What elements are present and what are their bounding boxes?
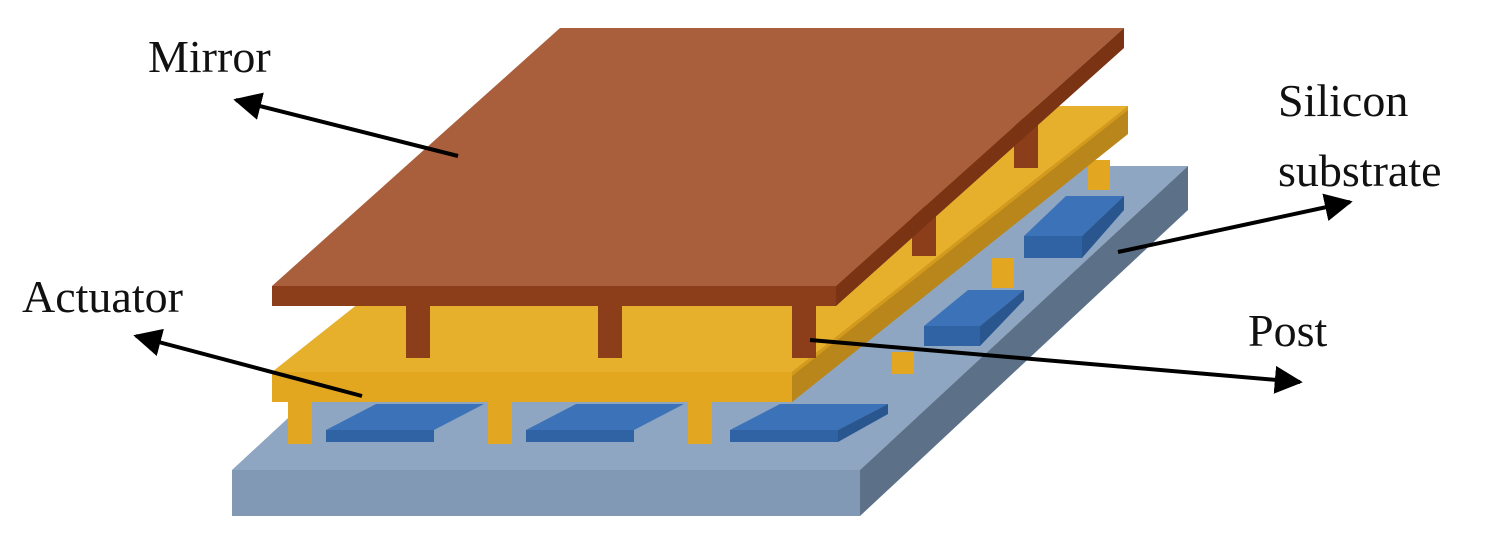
mirror-posts (406, 118, 1038, 358)
silicon-substrate-label-line1: Silicon (1278, 75, 1408, 126)
actuator-side (792, 106, 1128, 402)
post-label: Post (1248, 305, 1327, 356)
actuator-leg (488, 402, 512, 444)
actuator-leg (688, 402, 712, 444)
substrate-front (232, 470, 860, 516)
electrode (730, 430, 838, 442)
labels: Mirror Silicon substrate Actuator Post (22, 31, 1442, 356)
actuator-label: Actuator (22, 271, 183, 322)
mirror-label: Mirror (148, 31, 271, 82)
mirror-side (836, 28, 1124, 306)
actuator-front (272, 372, 792, 402)
mirror-arrow (233, 92, 459, 158)
mirror-layer (272, 28, 1124, 306)
mirror-top (272, 28, 1124, 286)
electrode (526, 404, 684, 430)
electrode (924, 326, 980, 346)
silicon-substrate-label-line2: substrate (1278, 145, 1442, 196)
actuator-arrow (133, 328, 363, 398)
electrode (980, 290, 1024, 346)
post (598, 302, 622, 358)
electrode (730, 404, 888, 430)
electrodes (326, 196, 1124, 442)
actuator-leg (892, 352, 914, 374)
silicon-substrate-arrow (1117, 193, 1353, 254)
actuator-leg (288, 402, 312, 444)
post (406, 302, 430, 358)
post (792, 302, 816, 358)
electrode (326, 404, 484, 430)
callout-arrows (133, 92, 1353, 398)
electrode (1082, 196, 1124, 258)
actuator-leg (992, 258, 1014, 288)
electrode (526, 430, 634, 442)
electrode (838, 404, 888, 442)
post-arrow (809, 338, 1303, 394)
electrode (1024, 196, 1124, 236)
substrate-side (860, 166, 1188, 516)
electrode (924, 290, 1024, 326)
actuator-leg (1088, 160, 1110, 190)
electrode (1024, 236, 1082, 258)
electrode (326, 430, 434, 442)
actuator-legs (288, 160, 1110, 444)
mirror-front (272, 286, 836, 306)
